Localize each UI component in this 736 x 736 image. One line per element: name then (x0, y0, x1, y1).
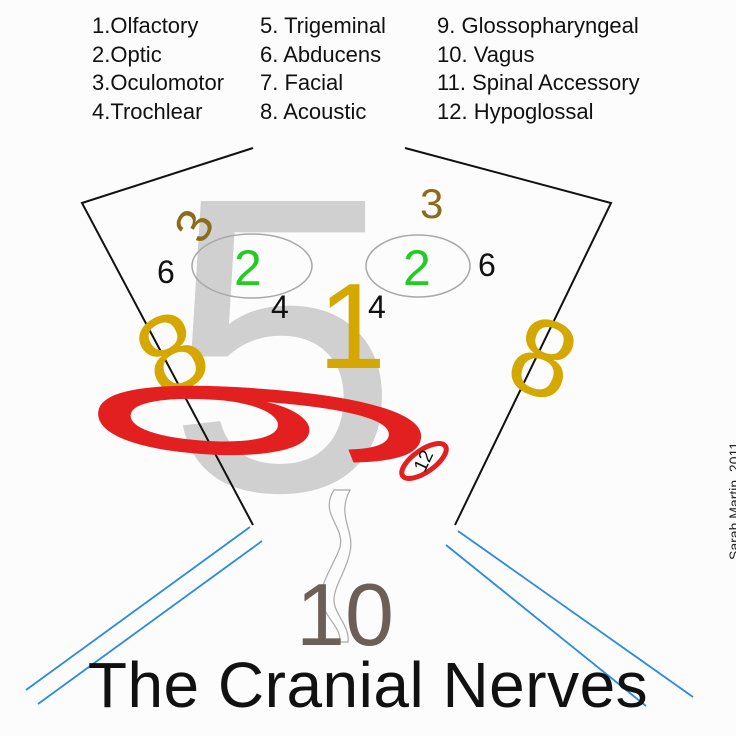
abducens-numeral-right: 6 (478, 247, 496, 283)
trochlear-numeral-left: 4 (271, 289, 289, 325)
legend-column-3: 9. Glossopharyngeal 10. Vagus 11. Spinal… (437, 12, 640, 126)
legend-column-1: 1.Olfactory 2.Optic 3.Oculomotor 4.Troch… (92, 12, 224, 126)
eye-outline-left (191, 233, 313, 299)
legend-item-glossopharyngeal: 9. Glossopharyngeal (437, 13, 639, 38)
abducens-numeral-left: 6 (157, 254, 175, 290)
optic-numeral-left: 2 (234, 240, 262, 296)
head-outline-right (404, 147, 613, 526)
tongue-shape (399, 441, 449, 481)
neck-line-right-outer (457, 530, 694, 698)
legend-item-trigeminal: 5. Trigeminal (260, 13, 386, 38)
page-title: The Cranial Nerves (87, 649, 649, 721)
vagus-nerve-path (321, 489, 352, 643)
glossopharyngeal-numeral: 9 (2, 364, 517, 483)
neck-line-right-inner (445, 544, 647, 707)
legend-item-facial: 7. Facial (260, 70, 344, 95)
legend-item-acoustic: 8. Acoustic (260, 98, 367, 124)
vagus-numeral: 10 (296, 565, 394, 664)
oculomotor-numeral-right: 3 (420, 180, 443, 227)
eye-outline-right (365, 234, 471, 298)
legend-item-abducens: 6. Abducens (260, 41, 382, 67)
legend-item-optic: 2.Optic (92, 41, 162, 67)
optic-numeral-right: 2 (403, 240, 431, 296)
neck-line-left-outer (25, 526, 251, 691)
legend-item-olfactory: 1.Olfactory (92, 13, 199, 38)
author-credit: Sarah Martin, 2011 (726, 441, 736, 560)
trochlear-numeral-right: 4 (368, 289, 386, 325)
legend-item-trochlear: 4.Trochlear (92, 98, 203, 124)
legend-item-hypoglossal: 12. Hypoglossal (437, 98, 594, 124)
legend-column-2: 5. Trigeminal 6. Abducens 7. Facial 8. A… (260, 12, 386, 126)
legend-item-spinal-accessory: 11. Spinal Accessory (437, 70, 640, 95)
legend-item-vagus: 10. Vagus (437, 41, 535, 67)
head-outline-left (80, 147, 254, 526)
legend-item-oculomotor: 3.Oculomotor (92, 70, 225, 95)
olfactory-numeral: 1 (318, 258, 386, 394)
neck-line-left-inner (37, 540, 263, 705)
trigeminal-numeral: 5 (166, 111, 400, 580)
